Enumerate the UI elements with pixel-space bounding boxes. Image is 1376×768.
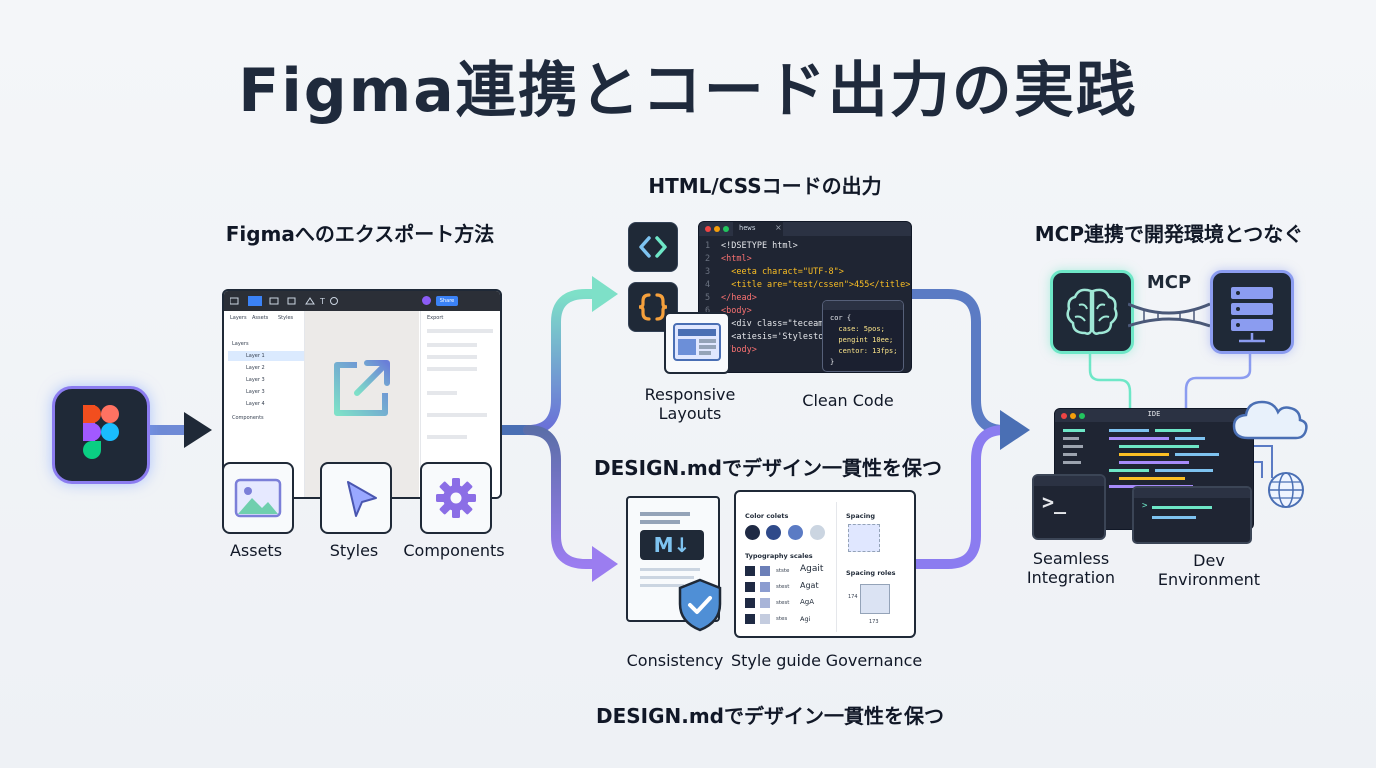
export-heading: Figmaへのエクスポート方法: [225, 222, 495, 246]
layout-icon: [673, 323, 721, 361]
seamless-integration-label: Seamless Integration: [1026, 549, 1116, 587]
mcp-heading: MCP連携で開発環境とつなぐ: [1034, 222, 1304, 246]
prop-row: [427, 435, 467, 439]
typography-title: Typography scales: [745, 552, 813, 560]
prop-row: [427, 391, 457, 395]
code-heading: HTML/CSSコードの出力: [648, 174, 882, 198]
ai-brain-tile[interactable]: [1050, 270, 1134, 354]
brain-icon: [1066, 288, 1118, 335]
layer-item[interactable]: Layer 4: [246, 401, 265, 407]
spacing-roles-box: [860, 584, 890, 614]
avatar: [422, 296, 431, 305]
assets-tile[interactable]: [222, 462, 294, 534]
prop-row: [427, 329, 493, 333]
layer-item[interactable]: Layer 2: [246, 365, 265, 371]
figma-logo-tile: [52, 386, 150, 484]
layer-selected-highlight: [228, 351, 304, 361]
mcp-bridge-label: MCP: [1146, 272, 1192, 293]
code-lines: <!DSETYPE html> <html> <eeta charact="UT…: [721, 241, 911, 355]
footer-caption: DESIGN.mdでデザイン一貫性を保つ: [595, 704, 945, 728]
dev-environment-label: Dev Environment: [1157, 551, 1261, 589]
server-icon: [1231, 287, 1273, 343]
styles-tile[interactable]: [320, 462, 392, 534]
prop-row: [427, 355, 477, 359]
shield-check-icon: [678, 578, 722, 632]
components-group[interactable]: Components: [232, 415, 264, 421]
prop-row: [427, 343, 477, 347]
ide-code-lines: [1063, 429, 1219, 488]
spacing-title: Spacing: [846, 512, 876, 520]
external-link-icon: [334, 360, 390, 416]
gear-icon: [436, 478, 476, 518]
clean-code-label: Clean Code: [802, 391, 894, 410]
tab-styles[interactable]: Styles: [278, 315, 294, 321]
terminal-icon: >_: [1042, 490, 1067, 514]
color-title: Color colets: [745, 512, 789, 520]
color-swatch: [810, 525, 825, 540]
sub-prompt-icon: >: [1142, 501, 1148, 511]
design-heading: DESIGN.mdでデザイン一貫性を保つ: [593, 456, 943, 480]
code-brackets-tile[interactable]: [628, 222, 678, 272]
server-tile[interactable]: [1210, 270, 1294, 354]
export-panel-title: Export: [427, 315, 444, 321]
close-icon[interactable]: ×: [775, 223, 782, 232]
terminal-window: >_: [1032, 474, 1106, 540]
editor-titlebar: hews ×: [699, 222, 911, 236]
color-swatch: [766, 525, 781, 540]
prop-row: [427, 413, 487, 417]
prop-row: [427, 367, 477, 371]
image-icon: [234, 478, 282, 518]
components-tile[interactable]: [420, 462, 492, 534]
assets-label: Assets: [229, 541, 283, 560]
ide-title: IDE: [1147, 410, 1161, 418]
components-label: Components: [403, 541, 505, 560]
share-button[interactable]: Share: [436, 296, 458, 306]
consistency-label: Consistency: [626, 651, 724, 670]
markdown-icon: M↓: [640, 530, 704, 560]
color-swatch: [788, 525, 803, 540]
page-title: Figma連携とコード出力の実践: [238, 56, 1138, 126]
responsive-layout-tile[interactable]: [664, 312, 730, 374]
style-guide-panel: Color colets Typography scales stste Aga…: [734, 490, 916, 638]
tab-assets[interactable]: Assets: [252, 315, 269, 321]
layer-group[interactable]: Layers: [232, 341, 249, 347]
layer-item[interactable]: Layer 3: [246, 377, 265, 383]
cloud-icon: [1232, 400, 1308, 440]
editor-tab[interactable]: hews: [739, 224, 756, 232]
governance-label: Governance: [825, 651, 923, 670]
toolbar-icons: T: [230, 296, 338, 306]
spacing-roles-title: Spacing roles: [846, 569, 896, 577]
snippet-lines: cor { case: 5pos; pengint 10ee; centor: …: [830, 314, 898, 366]
mcp-bridge: [1128, 302, 1210, 328]
cursor-icon: [347, 481, 377, 517]
css-snippet: cor { case: 5pos; pengint 10ee; centor: …: [822, 300, 904, 372]
layer-item[interactable]: Layer 3: [246, 389, 265, 395]
dev-subwindow: >: [1132, 486, 1252, 544]
tab-layers[interactable]: Layers: [230, 315, 247, 321]
responsive-layouts-label: Responsive Layouts: [644, 385, 736, 423]
styles-label: Styles: [329, 541, 379, 560]
layer-item[interactable]: Layer 1: [246, 353, 265, 359]
code-brackets-icon: [639, 236, 667, 258]
curly-braces-icon: [638, 293, 668, 321]
svg-text:T: T: [319, 297, 325, 306]
color-swatch: [745, 525, 760, 540]
figma-logo-icon: [83, 405, 119, 459]
globe-icon: [1268, 472, 1304, 508]
style-guide-label: Style guide: [730, 651, 821, 670]
spacing-box: [848, 524, 880, 552]
figma-toolbar: T Share: [224, 291, 500, 311]
